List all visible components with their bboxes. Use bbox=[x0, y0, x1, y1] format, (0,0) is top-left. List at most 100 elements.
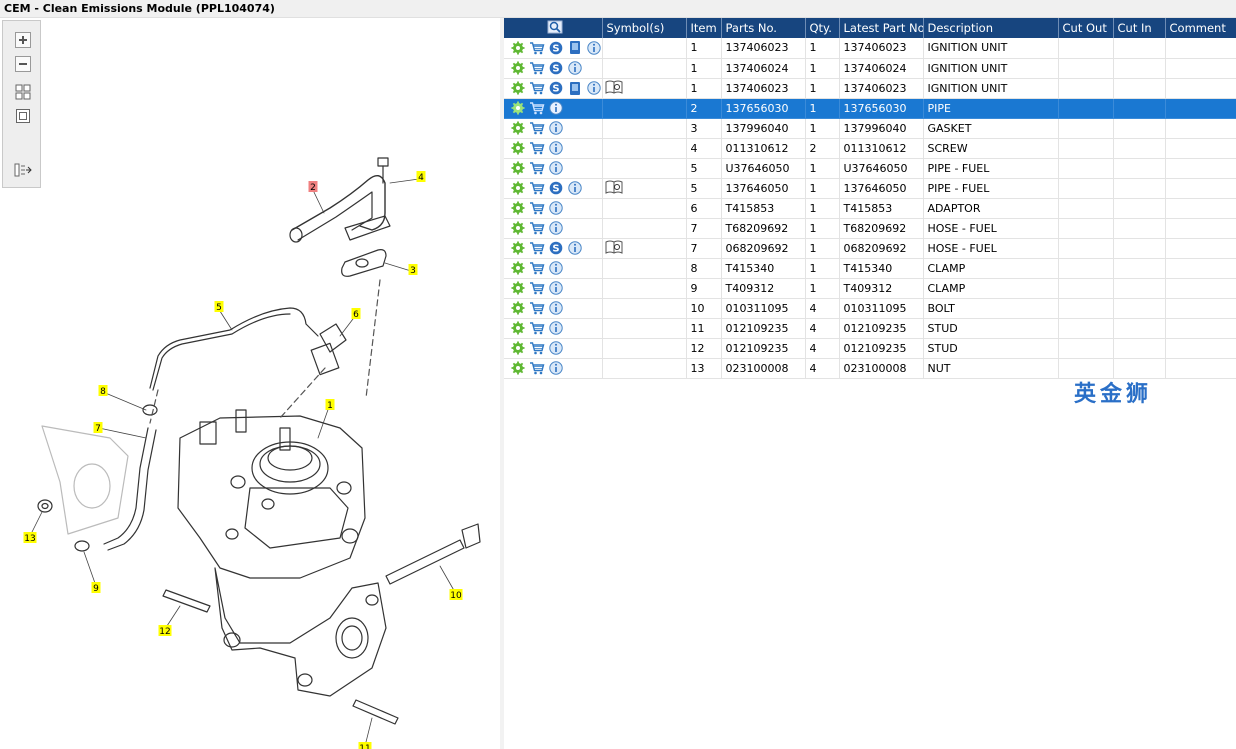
settings-gear-icon[interactable] bbox=[510, 61, 526, 75]
shopping-cart-icon[interactable] bbox=[529, 61, 545, 75]
column-header-cut-out[interactable]: Cut Out bbox=[1058, 18, 1114, 38]
pane-splitter[interactable] bbox=[500, 18, 504, 749]
callout-13-label[interactable]: 13 bbox=[24, 534, 35, 544]
settings-gear-icon[interactable] bbox=[510, 41, 526, 55]
callout-2-marker[interactable] bbox=[308, 181, 318, 192]
service-s-icon[interactable]: S bbox=[548, 41, 564, 55]
column-header-qty[interactable]: Qty. bbox=[805, 18, 840, 38]
callout-6-marker[interactable] bbox=[351, 308, 361, 319]
shopping-cart-icon[interactable] bbox=[529, 241, 545, 255]
column-header-item[interactable]: Item bbox=[686, 18, 722, 38]
callout-8-label[interactable]: 8 bbox=[100, 387, 106, 397]
callout-11-label[interactable]: 11 bbox=[359, 744, 370, 749]
callout-3-label[interactable]: 3 bbox=[410, 266, 416, 276]
shopping-cart-icon[interactable] bbox=[529, 101, 545, 115]
shopping-cart-icon[interactable] bbox=[529, 41, 545, 55]
callout-12-marker[interactable] bbox=[158, 625, 172, 636]
info-icon[interactable] bbox=[548, 101, 564, 115]
callout-12-label[interactable]: 12 bbox=[159, 627, 170, 637]
callout-9-label[interactable]: 9 bbox=[93, 584, 99, 594]
info-icon[interactable] bbox=[548, 321, 564, 335]
shopping-cart-icon[interactable] bbox=[529, 301, 545, 315]
settings-gear-icon[interactable] bbox=[510, 121, 526, 135]
info-icon[interactable] bbox=[586, 41, 601, 55]
settings-gear-icon[interactable] bbox=[510, 321, 526, 335]
column-header-parts-no[interactable]: Parts No. bbox=[721, 18, 806, 38]
symbol-book-icon[interactable] bbox=[605, 180, 623, 197]
info-icon[interactable] bbox=[548, 261, 564, 275]
shopping-cart-icon[interactable] bbox=[529, 81, 545, 95]
info-icon[interactable] bbox=[567, 241, 583, 255]
manual-book-icon[interactable] bbox=[567, 41, 583, 55]
info-icon[interactable] bbox=[548, 361, 564, 375]
shopping-cart-icon[interactable] bbox=[529, 261, 545, 275]
callout-1-marker[interactable] bbox=[325, 399, 335, 410]
callout-4-label[interactable]: 4 bbox=[418, 173, 424, 183]
info-icon[interactable] bbox=[548, 301, 564, 315]
callout-9-marker[interactable] bbox=[91, 582, 101, 593]
shopping-cart-icon[interactable] bbox=[529, 121, 545, 135]
info-icon[interactable] bbox=[548, 161, 564, 175]
settings-gear-icon[interactable] bbox=[510, 241, 526, 255]
callout-4-marker[interactable] bbox=[416, 171, 426, 182]
settings-gear-icon[interactable] bbox=[510, 261, 526, 275]
fit-grid-icon[interactable] bbox=[13, 83, 33, 101]
settings-gear-icon[interactable] bbox=[510, 201, 526, 215]
callout-5-label[interactable]: 5 bbox=[216, 303, 222, 313]
manual-book-icon[interactable] bbox=[567, 81, 583, 95]
info-icon[interactable] bbox=[567, 61, 583, 75]
callout-6-label[interactable]: 6 bbox=[353, 310, 359, 320]
callout-7-label[interactable]: 7 bbox=[95, 424, 101, 434]
search-icon[interactable] bbox=[547, 20, 563, 37]
service-s-icon[interactable]: S bbox=[548, 61, 564, 75]
callout-11-marker[interactable] bbox=[358, 742, 372, 749]
column-header-comment[interactable]: Comment bbox=[1165, 18, 1236, 38]
actual-size-icon[interactable] bbox=[13, 107, 33, 125]
settings-gear-icon[interactable] bbox=[510, 361, 526, 375]
actions-column-header[interactable] bbox=[504, 18, 603, 38]
callout-1-label[interactable]: 1 bbox=[327, 401, 333, 411]
column-header-symbol-s[interactable]: Symbol(s) bbox=[602, 18, 687, 38]
shopping-cart-icon[interactable] bbox=[529, 361, 545, 375]
list-export-icon[interactable] bbox=[13, 161, 33, 179]
settings-gear-icon[interactable] bbox=[510, 221, 526, 235]
callout-3-marker[interactable] bbox=[408, 264, 418, 275]
shopping-cart-icon[interactable] bbox=[529, 201, 545, 215]
shopping-cart-icon[interactable] bbox=[529, 221, 545, 235]
service-s-icon[interactable]: S bbox=[548, 241, 564, 255]
settings-gear-icon[interactable] bbox=[510, 161, 526, 175]
info-icon[interactable] bbox=[548, 281, 564, 295]
callout-5-marker[interactable] bbox=[214, 301, 224, 312]
callout-2-label[interactable]: 2 bbox=[310, 183, 316, 193]
shopping-cart-icon[interactable] bbox=[529, 281, 545, 295]
info-icon[interactable] bbox=[548, 221, 564, 235]
settings-gear-icon[interactable] bbox=[510, 141, 526, 155]
settings-gear-icon[interactable] bbox=[510, 101, 526, 115]
info-icon[interactable] bbox=[586, 81, 601, 95]
column-header-cut-in[interactable]: Cut In bbox=[1113, 18, 1166, 38]
service-s-icon[interactable]: S bbox=[548, 81, 564, 95]
shopping-cart-icon[interactable] bbox=[529, 341, 545, 355]
symbol-book-icon[interactable] bbox=[605, 240, 623, 257]
callout-13-marker[interactable] bbox=[23, 532, 37, 543]
shopping-cart-icon[interactable] bbox=[529, 321, 545, 335]
zoom-in-icon[interactable] bbox=[13, 31, 33, 49]
settings-gear-icon[interactable] bbox=[510, 301, 526, 315]
callout-7-marker[interactable] bbox=[93, 422, 103, 433]
